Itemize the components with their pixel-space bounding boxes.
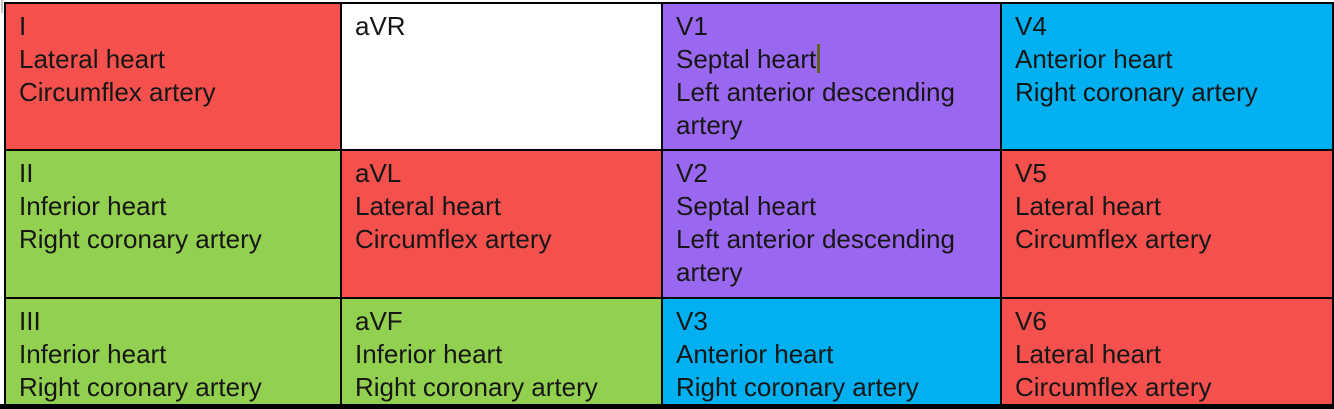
table-cell-lead-V2[interactable]: V2 Septal heart Left anterior descending…: [663, 151, 1002, 299]
artery-label: Circumflex artery: [355, 224, 552, 254]
table-bottom-border: [0, 404, 1334, 409]
heart-region-label: Inferior heart: [19, 339, 167, 369]
table-cell-lead-V6[interactable]: V6 Lateral heart Circumflex artery: [1002, 299, 1332, 404]
heart-region-label: Lateral heart: [19, 44, 165, 74]
heart-region-label: Anterior heart: [1015, 44, 1173, 74]
lead-label: V5: [1015, 158, 1047, 188]
table-cell-lead-III[interactable]: III Inferior heart Right coronary artery: [6, 299, 342, 404]
lead-label: III: [19, 306, 41, 336]
lead-label: V6: [1015, 306, 1047, 336]
table-cell-lead-I[interactable]: I Lateral heart Circumflex artery: [6, 4, 342, 151]
heart-region-label: Lateral heart: [1015, 339, 1161, 369]
lead-label: V1: [676, 11, 708, 41]
heart-region-label: Septal heart: [676, 191, 817, 221]
table-cell-lead-aVL[interactable]: aVL Lateral heart Circumflex artery: [342, 151, 663, 299]
table-cell-lead-V3[interactable]: V3 Anterior heart Right coronary artery: [663, 299, 1002, 404]
lead-label: V2: [676, 158, 708, 188]
lead-label: I: [19, 11, 27, 41]
heart-region-label: Lateral heart: [1015, 191, 1161, 221]
table-cell-lead-V1[interactable]: V1 Septal heart Left anterior descending…: [663, 4, 1002, 151]
heart-region-label: Anterior heart: [676, 339, 834, 369]
heart-region-label: Septal heart: [676, 44, 817, 74]
artery-label: Circumflex artery: [1015, 372, 1212, 402]
heart-region-label: Inferior heart: [355, 339, 503, 369]
artery-label: Right coronary artery: [676, 372, 919, 402]
lead-label: aVR: [355, 11, 406, 41]
page-edge-artifact: [1, 0, 3, 13]
lead-label: II: [19, 158, 34, 188]
artery-label: Left anterior descending artery: [676, 224, 955, 287]
artery-label: Right coronary artery: [1015, 77, 1258, 107]
artery-label: Right coronary artery: [19, 224, 262, 254]
artery-label: Right coronary artery: [19, 372, 262, 402]
text-cursor: [817, 44, 821, 73]
artery-label: Left anterior descending artery: [676, 77, 955, 140]
heart-region-label: Lateral heart: [355, 191, 501, 221]
lead-label: aVF: [355, 306, 403, 336]
table-cell-lead-V5[interactable]: V5 Lateral heart Circumflex artery: [1002, 151, 1332, 299]
artery-label: Circumflex artery: [1015, 224, 1212, 254]
artery-label: Circumflex artery: [19, 77, 216, 107]
heart-region-line: Septal heart: [676, 43, 992, 76]
table-cell-lead-aVF[interactable]: aVF Inferior heart Right coronary artery: [342, 299, 663, 404]
lead-label: V4: [1015, 11, 1047, 41]
lead-label: V3: [676, 306, 708, 336]
table-cell-lead-II[interactable]: II Inferior heart Right coronary artery: [6, 151, 342, 299]
heart-region-label: Inferior heart: [19, 191, 167, 221]
table-cell-lead-aVR[interactable]: aVR: [342, 4, 663, 151]
ecg-lead-table: I Lateral heart Circumflex artery aVR V1…: [4, 2, 1334, 406]
table-cell-lead-V4[interactable]: V4 Anterior heart Right coronary artery: [1002, 4, 1332, 151]
artery-label: Right coronary artery: [355, 372, 598, 402]
lead-label: aVL: [355, 158, 402, 188]
